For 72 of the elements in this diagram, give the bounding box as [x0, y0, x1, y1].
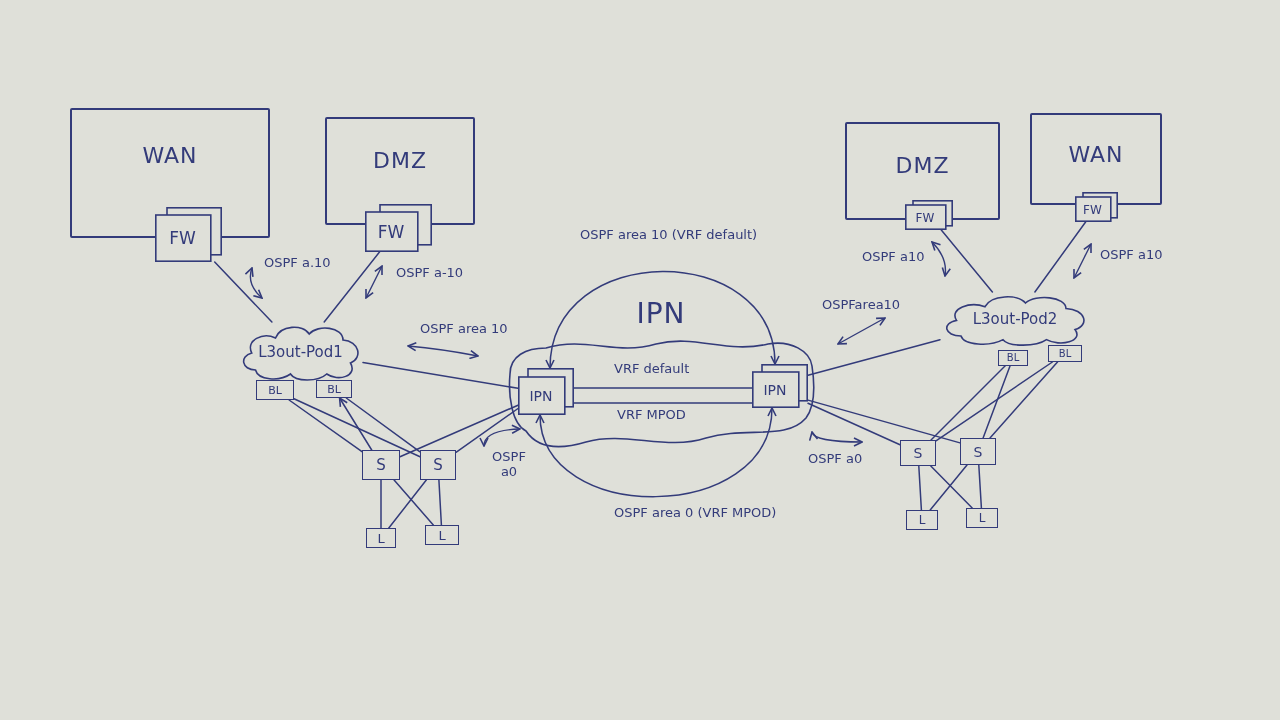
cloud-label: L3out-Pod1 [258, 343, 343, 361]
switch-box [900, 440, 936, 466]
connection-line [388, 479, 428, 529]
switch-label: S [973, 444, 983, 459]
switch-label: L [377, 531, 385, 545]
switch-box [966, 508, 998, 528]
switch-label: S [376, 457, 386, 473]
connection-line [438, 479, 443, 526]
switch-box [906, 510, 938, 530]
connection-line [573, 402, 753, 404]
zone-label: WAN [1068, 143, 1124, 168]
connection-line [380, 479, 382, 529]
device-label: FW [1083, 203, 1102, 216]
device-label: FW [169, 230, 196, 247]
switch-label: BL [1006, 353, 1020, 363]
switch-label: S [913, 446, 923, 460]
connection-line [213, 261, 273, 323]
connection-line [455, 407, 519, 454]
switch-label: BL [268, 384, 282, 396]
switch-box [316, 380, 352, 398]
connection-line [807, 399, 961, 444]
switch-box [420, 450, 456, 480]
router-box [752, 364, 808, 408]
arrow [338, 397, 373, 451]
connection-line [345, 397, 421, 453]
switch-box [998, 350, 1028, 366]
connection-line [978, 464, 983, 509]
zone-label: WAN [142, 144, 198, 169]
switch-box [366, 528, 396, 548]
device-label: IPN [529, 389, 553, 403]
connection-line [918, 465, 923, 511]
connection-line [935, 361, 1054, 442]
zone-label: DMZ [895, 154, 950, 179]
device-label: IPN [763, 383, 787, 397]
edge-label: OSPF area 0 (VRF MPOD) [612, 506, 779, 521]
switch-label: BL [327, 383, 341, 395]
curved-arrow [536, 407, 776, 498]
switch-label: BL [1058, 348, 1072, 359]
connection-line [293, 397, 421, 458]
curved-arrow [546, 270, 779, 369]
switch-label: S [433, 457, 443, 473]
connection-line [399, 404, 519, 458]
connection-line [393, 479, 435, 526]
connection-line [362, 361, 519, 390]
switch-box [362, 450, 400, 480]
connection-line [807, 402, 901, 446]
router-box [518, 368, 574, 415]
connection-line [940, 229, 994, 293]
connection-line [288, 399, 363, 453]
switch-box [256, 380, 294, 400]
zone-label: DMZ [373, 149, 427, 174]
cloud-heading: IPN [636, 298, 686, 331]
firewall-box [1075, 192, 1118, 222]
firewall-box [365, 204, 432, 252]
connection-line [1034, 221, 1087, 293]
switch-label: L [978, 512, 986, 524]
cloud-label: L3out-Pod2 [972, 311, 1058, 328]
device-label: FW [377, 223, 405, 241]
connection-line [930, 365, 1006, 441]
switch-label: L [918, 514, 926, 526]
connection-line [573, 387, 753, 389]
switch-box [1048, 345, 1082, 362]
switch-label: L [438, 528, 446, 542]
device-label: FW [915, 211, 935, 224]
switch-box [425, 525, 459, 545]
connection-line [982, 365, 1011, 439]
connection-line [323, 251, 381, 323]
connection-line [807, 338, 941, 376]
firewall-box [905, 200, 953, 230]
switch-box [960, 438, 996, 465]
connection-line [989, 361, 1059, 439]
firewall-box [155, 207, 222, 262]
